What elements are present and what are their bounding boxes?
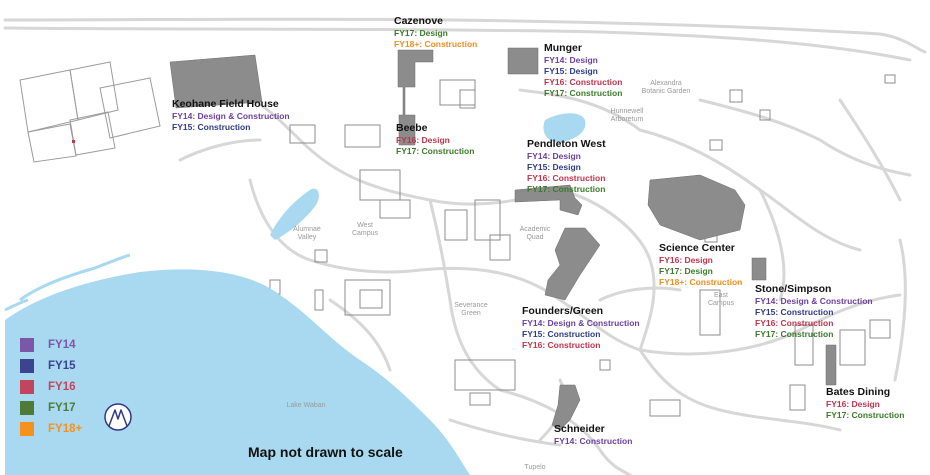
legend-item: FY18+	[20, 418, 82, 439]
legend-swatch	[20, 400, 34, 415]
phase-line: FY14: Design	[527, 151, 581, 161]
label-beebe: Beebe FY16: Design FY17: Construction	[396, 123, 474, 157]
building-name: Science Center	[659, 242, 735, 254]
legend: FY14 FY15 FY16 FY17 FY18+	[20, 334, 82, 439]
field-outlines	[19, 61, 161, 163]
label-munger: Munger FY14: Design FY15: Design FY16: C…	[544, 43, 622, 99]
keohane-building	[169, 54, 263, 109]
stone-simpson-building	[751, 257, 767, 281]
building-name: Munger	[544, 42, 582, 54]
area-hunnewell-arboretum: Hunnewell Arboretum	[610, 108, 644, 123]
building-name: Beebe	[396, 122, 428, 134]
area-lake-waban: Lake Waban	[286, 402, 326, 409]
area-academic-quad: Academic Quad	[519, 226, 551, 241]
phase-line: FY14: Design & Construction	[172, 111, 290, 121]
label-schneider: Schneider FY14: Construction	[554, 424, 632, 447]
label-founders-green: Founders/Green FY14: Design & Constructi…	[522, 306, 640, 351]
alumnae-valley-pond	[270, 188, 319, 240]
phase-line: FY14: Design & Construction	[522, 318, 640, 328]
label-bates-dining: Bates Dining FY16: Design FY17: Construc…	[826, 387, 904, 421]
label-cazenove: Cazenove FY17: Design FY18+: Constructio…	[394, 16, 477, 50]
legend-label: FY16	[48, 380, 76, 393]
phase-line: FY16: Design	[396, 135, 450, 145]
road-network	[3, 17, 927, 475]
legend-swatch	[20, 358, 34, 373]
phase-line: FY17: Design	[659, 266, 713, 276]
phase-line: FY17: Construction	[396, 146, 475, 156]
phase-line: FY17: Construction	[755, 329, 834, 339]
phase-line: FY15: Design	[527, 162, 581, 172]
area-tupelo: Tupelo	[524, 464, 546, 471]
phase-line: FY14: Construction	[554, 436, 633, 446]
phase-line: FY17: Construction	[527, 184, 606, 194]
project-buildings	[169, 47, 837, 431]
area-west-campus: West Campus	[351, 222, 379, 237]
building-name: Cazenove	[394, 15, 444, 27]
phase-line: FY16: Design	[826, 399, 880, 409]
phase-line: FY15: Construction	[755, 307, 834, 317]
legend-item: FY17	[20, 397, 82, 418]
phase-line: FY18+: Construction	[659, 277, 743, 287]
area-alexandra-botanic-garden: Alexandra Botanic Garden	[641, 80, 691, 95]
cazenove-building	[397, 49, 434, 146]
bates-building	[825, 344, 837, 386]
compass-north-icon	[104, 403, 132, 431]
upper-pond	[543, 113, 586, 143]
phase-line: FY14: Design	[544, 55, 598, 65]
building-name: Pendleton West	[527, 138, 606, 150]
phase-line: FY15: Construction	[172, 122, 251, 132]
scale-note: Map not drawn to scale	[248, 444, 403, 460]
founders-green-building	[544, 227, 601, 301]
label-pendleton-west: Pendleton West FY14: Design FY15: Design…	[527, 139, 606, 195]
building-name: Keohane Field House	[172, 98, 279, 110]
label-science-center: Science Center FY16: Design FY17: Design…	[659, 243, 742, 288]
building-name: Stone/Simpson	[755, 283, 832, 295]
legend-item: FY15	[20, 355, 82, 376]
legend-swatch	[20, 421, 34, 436]
phase-line: FY16: Construction	[755, 318, 834, 328]
legend-swatch	[20, 337, 34, 352]
label-keohane: Keohane Field House FY14: Design & Const…	[172, 99, 290, 133]
label-stone-simpson: Stone/Simpson FY14: Design & Constructio…	[755, 284, 873, 340]
phase-line: FY18+: Construction	[394, 39, 478, 49]
phase-line: FY15: Design	[544, 66, 598, 76]
phase-line: FY15: Construction	[522, 329, 601, 339]
legend-label: FY17	[48, 401, 76, 414]
legend-item: FY14	[20, 334, 82, 355]
schneider-building	[551, 384, 581, 431]
water-bodies	[5, 113, 586, 475]
pendleton-building	[514, 184, 583, 216]
legend-label: FY15	[48, 359, 76, 372]
legend-swatch	[20, 379, 34, 394]
phase-line: FY16: Design	[659, 255, 713, 265]
phase-line: FY14: Design & Construction	[755, 296, 873, 306]
stream	[19, 253, 131, 302]
legend-label: FY14	[48, 338, 76, 351]
phase-line: FY16: Construction	[522, 340, 601, 350]
phase-line: FY16: Construction	[544, 77, 623, 87]
building-name: Schneider	[554, 423, 605, 435]
phase-line: FY17: Construction	[826, 410, 905, 420]
legend-item: FY16	[20, 376, 82, 397]
phase-line: FY17: Design	[394, 28, 448, 38]
area-east-campus: East Campus	[707, 292, 735, 307]
area-severance-green: Severance Green	[454, 302, 488, 317]
legend-label: FY18+	[48, 422, 83, 435]
building-name: Bates Dining	[826, 386, 891, 398]
science-center-building	[647, 174, 746, 241]
phase-line: FY17: Construction	[544, 88, 623, 98]
building-name: Founders/Green	[522, 305, 604, 317]
munger-building	[507, 47, 539, 75]
phase-line: FY16: Construction	[527, 173, 606, 183]
area-alumnae-valley: Alumnae Valley	[293, 226, 321, 241]
